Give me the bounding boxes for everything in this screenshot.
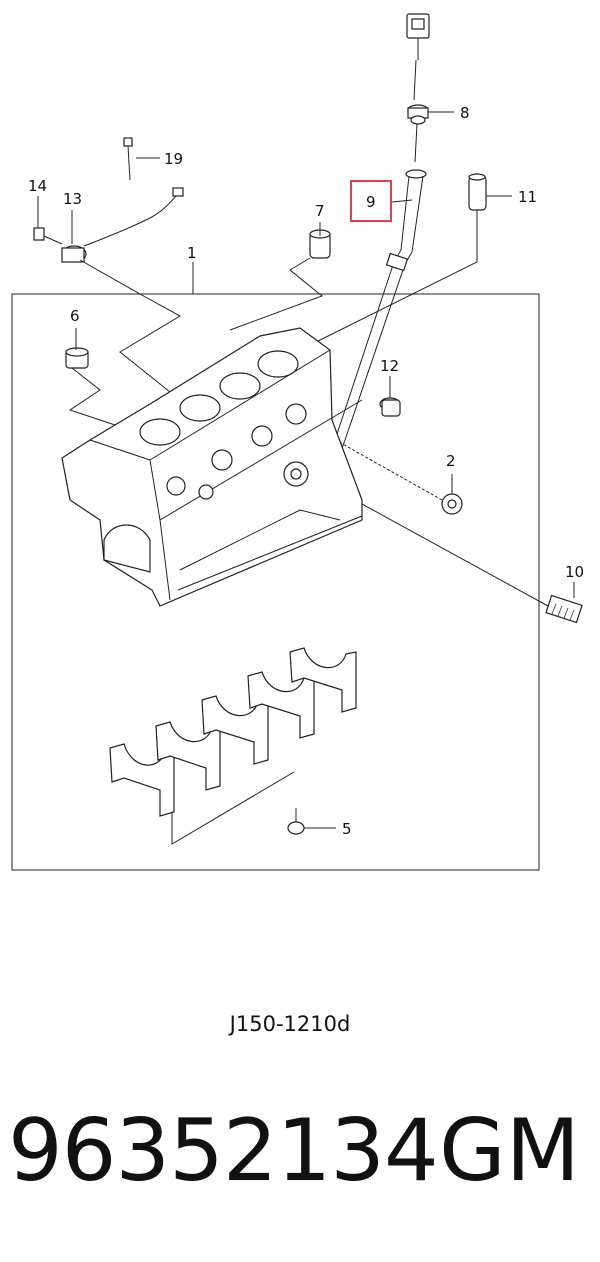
callout-8: 8	[460, 104, 470, 122]
bolt-part-14	[33, 227, 63, 245]
engine-block-part	[61, 327, 363, 607]
callout-7: 7	[315, 202, 325, 220]
callout-11: 11	[518, 188, 537, 206]
sensor-part-13	[61, 187, 184, 393]
leader-lines	[37, 111, 575, 829]
bolt-part-5	[287, 808, 305, 835]
diagram-code: J150-1210d	[229, 1012, 351, 1036]
callout-12: 12	[380, 357, 399, 375]
plug-part-12	[379, 397, 401, 417]
callout-9-highlight	[350, 180, 392, 222]
callout-9: 9	[366, 193, 376, 211]
callout-10: 10	[565, 563, 584, 581]
callout-13: 13	[63, 190, 82, 208]
callout-5: 5	[342, 820, 352, 838]
dipstick-part	[406, 13, 430, 163]
callout-19: 19	[164, 150, 183, 168]
plug-part-6	[65, 347, 131, 431]
callout-14: 14	[28, 177, 47, 195]
pin-part-19	[123, 137, 133, 181]
callout-6: 6	[70, 307, 80, 325]
sleeve-part	[299, 173, 487, 351]
part-number: 96352134	[8, 1101, 439, 1201]
bearing-caps-part	[109, 647, 357, 845]
engine-block-exploded-diagram: 1 2 5 6 7 8 9 10 11 12 13 14 19	[11, 13, 584, 871]
plug-part-7	[229, 229, 331, 331]
callout-1: 1	[187, 244, 197, 262]
callout-2: 2	[446, 452, 456, 470]
assembly-frame	[11, 293, 540, 871]
brand-label: GM	[439, 1101, 580, 1201]
